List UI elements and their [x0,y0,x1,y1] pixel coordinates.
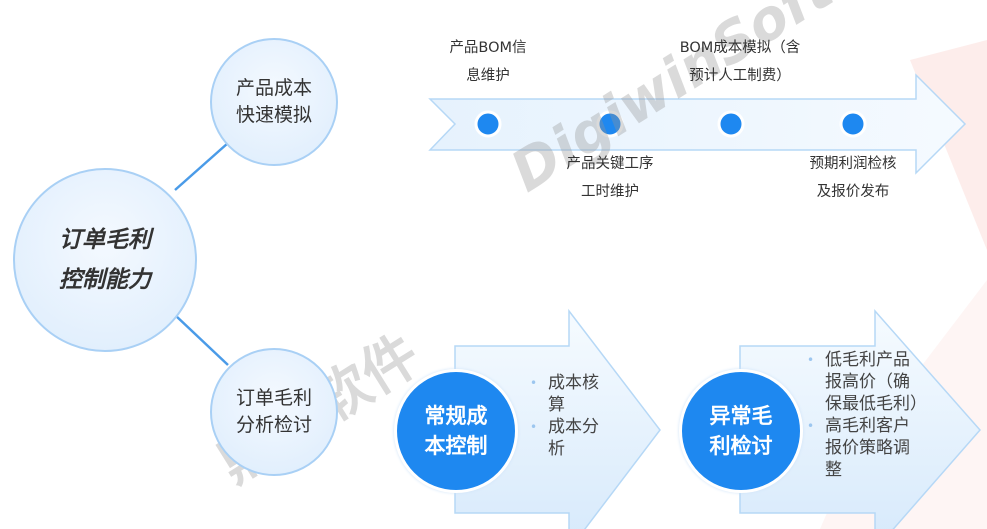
bottom-node: 订单毛利分析检讨 [210,348,338,476]
timeline-label: BOM成本模拟（含预计人工制费） [679,40,801,84]
bottom-node-line: 订单毛利 [235,387,312,409]
abnormal-review-node: 异常毛利检讨 [679,369,803,493]
timeline-label: 预期利润检核及报价发布 [809,156,897,200]
center-line: 控制能力 [59,267,151,293]
timeline-dots [474,110,867,138]
top-node-line: 产品成本 [235,77,312,99]
timeline-dot [474,110,502,138]
timeline-dot [596,110,624,138]
timeline-label: 产品关键工序工时维护 [566,156,654,200]
bottom-node-line: 分析检讨 [235,414,312,436]
connector-bottom [174,314,229,366]
timeline-arrow [428,73,967,175]
center-node: 订单毛利控制能力 [13,168,197,352]
top-node: 产品成本快速模拟 [210,38,338,166]
timeline-dot [717,110,745,138]
timeline-label: 产品BOM信息维护 [449,40,527,84]
center-line: 订单毛利 [59,227,151,253]
connector-top [174,142,229,191]
regular-control-node: 常规成本控制 [394,369,518,493]
top-node-line: 快速模拟 [235,104,312,126]
timeline-dot [839,110,867,138]
